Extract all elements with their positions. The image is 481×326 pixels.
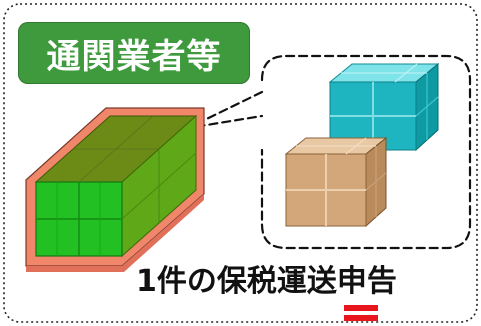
caption-text: 1件の保税運送申告	[136, 264, 397, 299]
equals-mark-icon	[344, 305, 378, 323]
tan-cargo-cube-icon	[284, 136, 388, 228]
badge-label: 通関業者等	[18, 22, 250, 84]
teal-cargo-cube-icon	[328, 62, 440, 152]
container-icon	[25, 107, 205, 272]
